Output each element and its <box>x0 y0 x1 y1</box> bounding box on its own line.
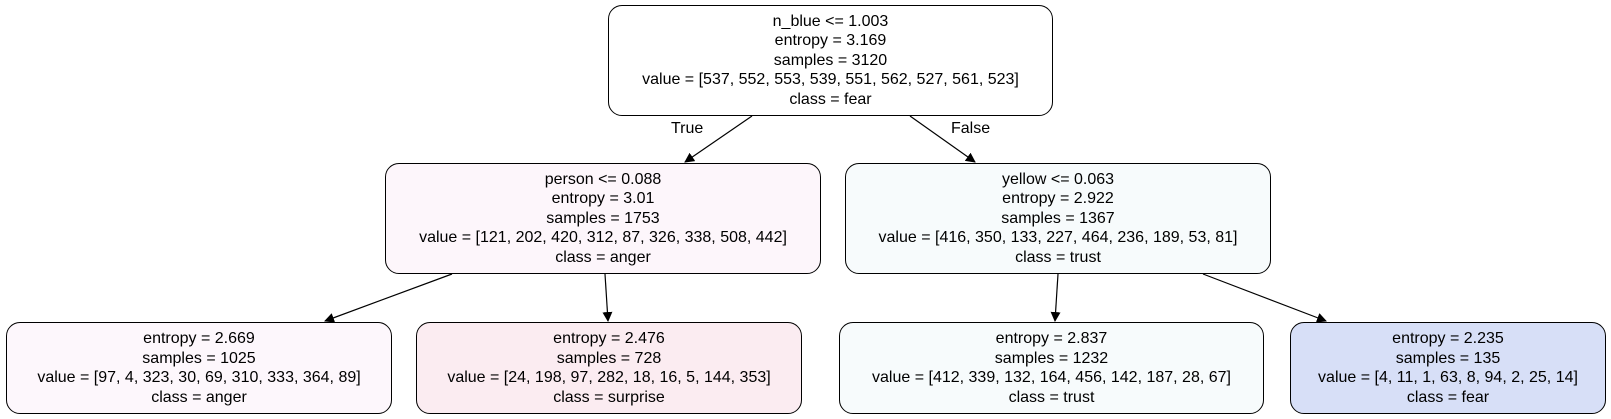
node-class: class = anger <box>151 388 247 406</box>
tree-leaf-left-right: entropy = 2.476 samples = 728 value = [2… <box>416 322 802 414</box>
node-split: n_blue <= 1.003 <box>772 12 889 30</box>
tree-node-root: n_blue <= 1.003 entropy = 3.169 samples … <box>608 5 1053 116</box>
edge-label-true: True <box>671 120 704 137</box>
node-class: class = anger <box>555 248 651 266</box>
edge-right-to-right-left <box>1050 273 1061 322</box>
node-class: class = surprise <box>553 388 665 406</box>
node-samples: samples = 1753 <box>546 209 660 227</box>
node-value: value = [412, 339, 132, 164, 456, 142, 1… <box>872 369 1231 386</box>
node-entropy: entropy = 2.669 <box>143 330 255 347</box>
node-value: value = [24, 198, 97, 282, 18, 16, 5, 14… <box>447 369 771 386</box>
node-split: person <= 0.088 <box>544 170 662 188</box>
node-entropy: entropy = 2.837 <box>995 330 1108 347</box>
tree-node-left: person <= 0.088 entropy = 3.01 samples =… <box>385 163 821 274</box>
node-split: yellow <= 0.063 <box>1001 170 1115 188</box>
edge-root-to-right <box>909 115 976 163</box>
node-samples: samples = 1232 <box>994 349 1109 367</box>
node-class: class = trust <box>1008 388 1095 406</box>
edge-left-to-left-right <box>602 273 613 322</box>
node-entropy: entropy = 3.169 <box>774 32 887 50</box>
edge-root-to-left <box>684 115 753 163</box>
node-samples: samples = 1367 <box>1001 209 1115 227</box>
tree-node-right: yellow <= 0.063 entropy = 2.922 samples … <box>845 163 1271 274</box>
node-samples: samples = 728 <box>556 349 662 367</box>
node-value: value = [537, 552, 553, 539, 551, 562, 5… <box>642 71 1019 89</box>
tree-leaf-left-left: entropy = 2.669 samples = 1025 value = [… <box>6 322 392 414</box>
node-entropy: entropy = 2.476 <box>553 330 665 347</box>
edge-label-false: False <box>951 120 991 137</box>
node-class: class = fear <box>1406 388 1490 406</box>
tree-leaf-right-left: entropy = 2.837 samples = 1232 value = [… <box>839 322 1264 414</box>
edge-right-to-right-right <box>1202 273 1327 323</box>
tree-leaf-right-right: entropy = 2.235 samples = 135 value = [4… <box>1290 322 1606 414</box>
node-entropy: entropy = 2.235 <box>1392 330 1504 347</box>
edge-left-to-left-left <box>324 273 453 323</box>
node-entropy: entropy = 2.922 <box>1002 190 1114 208</box>
node-samples: samples = 135 <box>1395 349 1501 367</box>
node-class: class = fear <box>789 90 872 108</box>
node-class: class = trust <box>1015 248 1101 266</box>
node-samples: samples = 1025 <box>142 349 256 367</box>
node-entropy: entropy = 3.01 <box>551 190 655 208</box>
node-samples: samples = 3120 <box>773 51 888 69</box>
node-value: value = [4, 11, 1, 63, 8, 94, 2, 25, 14] <box>1318 369 1578 386</box>
node-value: value = [97, 4, 323, 30, 69, 310, 333, 3… <box>37 369 361 386</box>
node-value: value = [416, 350, 133, 227, 464, 236, 1… <box>878 229 1238 247</box>
node-value: value = [121, 202, 420, 312, 87, 326, 33… <box>419 229 787 247</box>
